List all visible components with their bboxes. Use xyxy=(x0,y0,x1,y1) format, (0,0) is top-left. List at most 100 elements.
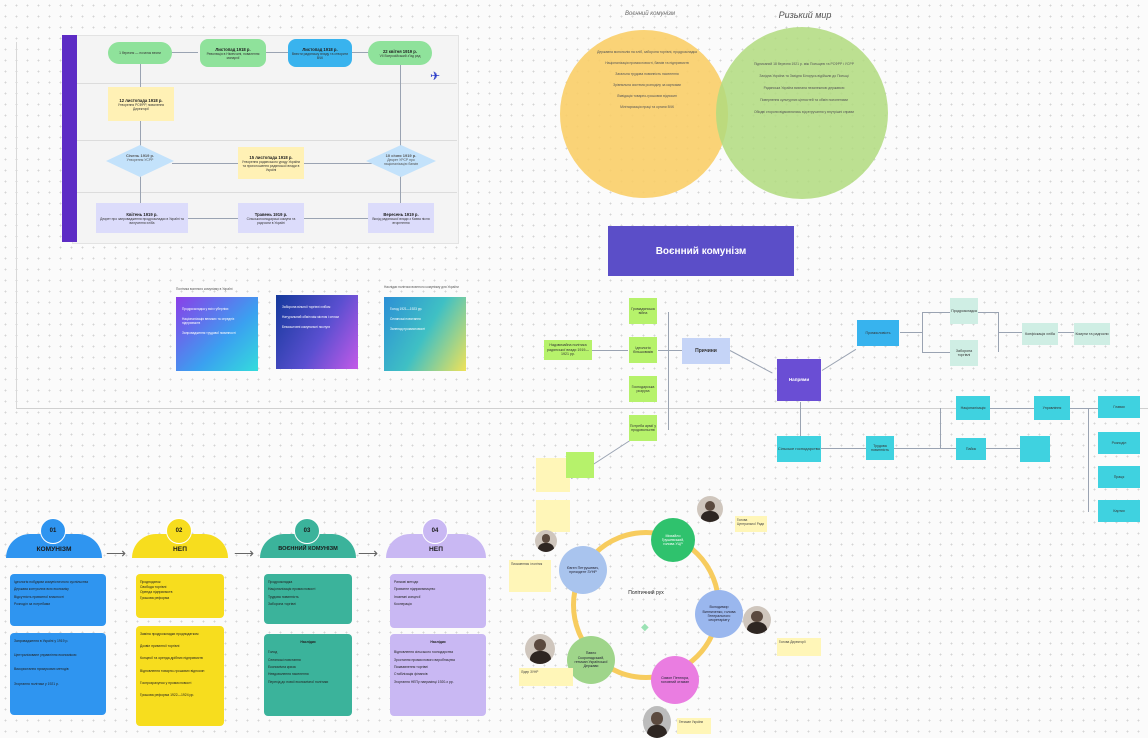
stage-item: Згортання НЕПу наприкінці 1920-х рр. xyxy=(394,679,454,684)
mindmap-branch-industry[interactable]: Промисловість xyxy=(857,320,899,346)
flow-node[interactable]: Листопад 1918 р. Революція в Німеччині, … xyxy=(200,39,266,67)
flow-node[interactable]: Вересень 1919 р. Вихід радянської влади … xyxy=(368,203,434,233)
mindmap-node[interactable]: Продрозкладка xyxy=(950,298,978,324)
stage-item: Грошова реформа xyxy=(140,595,170,600)
decision-diamond[interactable]: Січень 1919 р. Утворення УСРР xyxy=(106,145,174,177)
stage-list[interactable]: Продрозкладка Націоналізація промисловос… xyxy=(264,574,352,624)
stage-list[interactable]: Наслідки Голод Селянські повстання Еконо… xyxy=(264,634,352,716)
portrait-note[interactable]: Письменник і політик xyxy=(509,560,551,592)
cycle-node[interactable]: Михайло Грушевський, голова УЦР xyxy=(651,518,695,562)
connector xyxy=(900,332,922,333)
mindmap-node[interactable]: Конфіскація хліба xyxy=(1022,323,1058,345)
mindmap-cause[interactable]: Ідеологія більшовиків xyxy=(629,337,657,363)
flow-node[interactable]: 15 листопада 1918 р. Утворення радянсько… xyxy=(238,147,304,179)
portrait-note[interactable]: Голова Центральної Ради xyxy=(735,516,767,532)
stage-list[interactable]: Ідеологія побудови комуністичного суспіл… xyxy=(10,574,106,626)
mindmap-node[interactable]: Націоналізація xyxy=(956,396,990,420)
flowchart: 1 березня — початок весни Листопад 1918 … xyxy=(62,35,459,244)
mindmap-branch-causes[interactable]: Причини xyxy=(682,338,730,364)
flow-node-title: Листопад 1918 р. xyxy=(302,46,338,52)
stage-list[interactable]: Продподаток Свобода торгівлі Оренда підп… xyxy=(136,574,224,618)
gradient-tile[interactable]: Продрозкладка у всіх губерніях Націоналі… xyxy=(176,297,258,371)
mindmap-branch-directions[interactable]: Напрями xyxy=(777,359,821,401)
mindmap-node[interactable]: Пайок xyxy=(956,438,986,460)
flow-node-title: 15 листопада 1918 р. xyxy=(249,154,293,160)
portrait-note[interactable]: Лідер ЗУНР xyxy=(519,668,573,686)
connector xyxy=(998,332,1022,333)
mindmap-cause[interactable]: Громадянська війна xyxy=(629,298,657,324)
cycle-node[interactable]: Симон Петлюра, головний отаман xyxy=(651,656,699,704)
connector xyxy=(922,312,923,352)
connector xyxy=(978,312,998,313)
mindmap-node[interactable]: Комуни та радгоспи xyxy=(1074,323,1110,345)
stage-item: Продподаток xyxy=(140,580,161,584)
flow-node[interactable]: Квітень 1919 р. Декрет про запровадження… xyxy=(96,203,188,233)
portrait-image xyxy=(743,606,771,634)
flow-node[interactable]: 22 квітня 1919 р. VII Всеросійський з'їз… xyxy=(368,41,432,65)
stage-list[interactable]: Запровадження в Україні у 1919 р. Центра… xyxy=(10,633,106,715)
mindmap-node[interactable]: Трудова повинність xyxy=(866,436,894,460)
stage-item: Свобода торгівлі xyxy=(140,585,167,590)
venn-right-title: Ризький мир xyxy=(778,10,832,20)
mindmap-branch-agri[interactable]: Сільське господарство xyxy=(777,436,821,462)
connector xyxy=(1070,408,1098,409)
portrait-note[interactable]: Гетьман України xyxy=(677,718,711,734)
cycle-node[interactable]: Євген Петрушевич, президент ЗУНР xyxy=(559,546,607,594)
stage-list[interactable]: Ринкові методи Приватне підприємництво І… xyxy=(390,574,486,628)
portrait-image xyxy=(697,496,723,522)
venn-point: Західна Україна та Західна Білорусь віді… xyxy=(759,74,849,78)
diamond-shape xyxy=(366,145,436,177)
stage-item: Націоналізація промисловості xyxy=(268,587,316,592)
stage-title: ВОЄННИЙ КОМУНІЗМ xyxy=(278,546,338,552)
stage-item: Кооперація xyxy=(394,602,412,607)
tile-caption: Наслідки політики воєнного комунізму для… xyxy=(384,285,459,289)
flow-node-title: Квітень 1919 р. xyxy=(126,211,158,217)
venn-point: Ліквідація товарно-грошових відносин xyxy=(617,94,677,98)
venn-circle-right[interactable] xyxy=(716,27,888,199)
tile-line: Голод 1921—1923 рр. xyxy=(390,307,423,311)
mindmap-node[interactable]: Картки xyxy=(1098,500,1140,522)
flow-node[interactable]: Листопад 1918 р. Ввести радянську владу … xyxy=(288,39,352,67)
stage-item: Використання примусових методів xyxy=(14,667,69,672)
mindmap-node[interactable] xyxy=(1020,436,1050,462)
stage-number: 03 xyxy=(294,518,320,544)
flow-node-text: Сільськогосподарські комуни та радгоспи … xyxy=(246,216,296,225)
connector xyxy=(400,61,401,211)
cycle-node[interactable]: Павло Скоропадський, гетьман Української… xyxy=(567,636,615,684)
flow-node-text: Революція в Німеччині, повалення монархі… xyxy=(206,51,260,60)
mindmap-node[interactable]: Управління xyxy=(1034,396,1070,420)
cycle-node[interactable]: Володимир Винниченко, голова Генеральног… xyxy=(695,590,743,638)
mindmap-node[interactable]: Розподіл xyxy=(1098,432,1140,454)
stage-list[interactable]: Наслідки Відновлення сільського господар… xyxy=(390,634,486,716)
decision-diamond[interactable]: 10 січня 1919 р. Декрет УРСР про націона… xyxy=(366,145,436,177)
arrow-right-icon: ⟶ xyxy=(234,545,255,561)
sticky-note[interactable] xyxy=(566,452,594,478)
gradient-tile[interactable]: Голод 1921—1923 рр. Селянські повстання … xyxy=(384,297,466,371)
connector xyxy=(262,52,288,53)
flow-node[interactable]: Травень 1919 р. Сільськогосподарські ком… xyxy=(238,203,304,233)
tile-line: Безкоштовні комунальні послуги xyxy=(282,325,331,329)
mindmap-node[interactable]: Заборона торгівлі xyxy=(950,340,978,366)
stage-item: Стабілізація фінансів xyxy=(394,672,428,677)
mindmap-node[interactable]: Праця xyxy=(1098,466,1140,488)
stage-item: Відновлення товарно-грошових відносин xyxy=(140,668,205,673)
sticky-note[interactable] xyxy=(536,500,570,532)
venn-circle-left[interactable] xyxy=(560,30,728,198)
portrait-note[interactable]: Голова Директорії xyxy=(777,638,821,656)
connector xyxy=(1088,408,1089,512)
mindmap-title[interactable]: Воєнний комунізм xyxy=(608,226,794,276)
gradient-tile[interactable]: Заборона вільної торгівлі хлібом Натурал… xyxy=(276,295,358,369)
mindmap-cause[interactable]: Господарська розруха xyxy=(629,376,657,402)
tile-line: Продрозкладка у всіх губерніях xyxy=(182,307,229,311)
flow-node[interactable]: 12 листопада 1918 р. Утворення РСФРР, по… xyxy=(108,87,174,121)
mindmap-note[interactable]: Надзвичайна політика радянської влади 19… xyxy=(544,340,592,360)
tile-line: Націоналізація великих та середніх підпр… xyxy=(182,317,235,325)
connector xyxy=(800,402,801,438)
mindmap-cause[interactable]: Потреба армії у продовольстві xyxy=(629,415,657,441)
sticky-note[interactable] xyxy=(536,458,570,492)
flow-node-text: Декрет про запровадження продрозкладки в… xyxy=(100,216,184,225)
stage-item: Централізоване управління економікою xyxy=(14,653,77,658)
mindmap-node[interactable]: Главки xyxy=(1098,396,1140,418)
stage-list[interactable]: Заміна продрозкладки продподатком Дозвіл… xyxy=(136,626,224,726)
flow-node-start[interactable]: 1 березня — початок весни xyxy=(108,42,172,64)
